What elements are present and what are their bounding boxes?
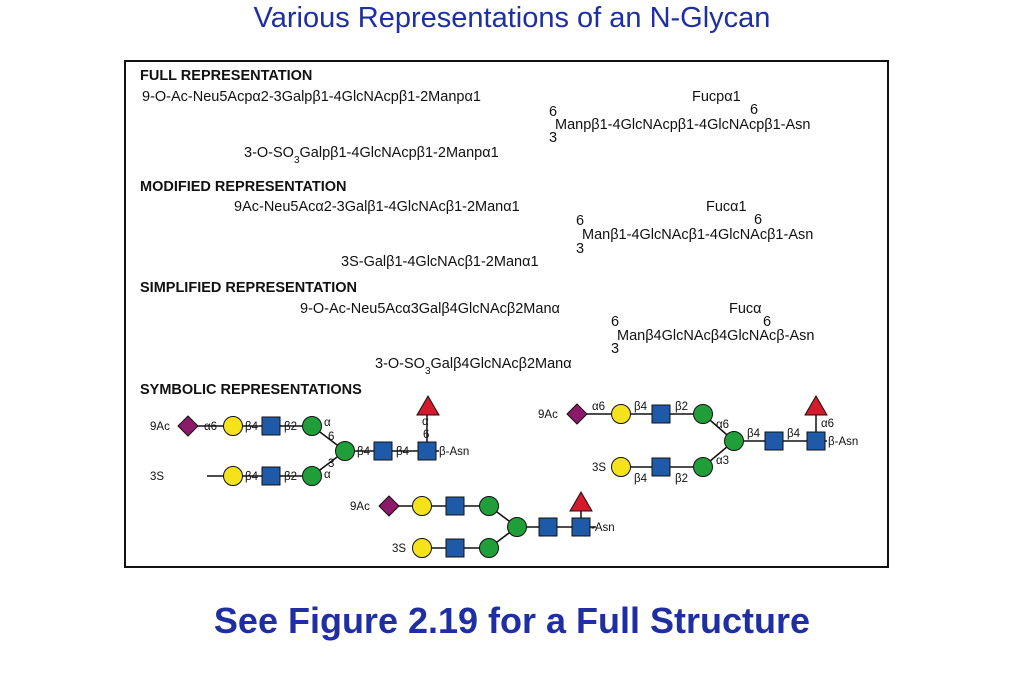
sym3-asn: -Asn	[591, 522, 615, 534]
sym1-six: 6	[328, 431, 334, 443]
sym1-b4-core1: β4	[357, 446, 371, 458]
mannose-circle-icon	[302, 466, 322, 486]
sym1-alpha-lower: α	[324, 469, 331, 481]
glcnac-square-icon	[417, 441, 437, 461]
sym2-b2-lower: β2	[675, 473, 688, 485]
mannose-circle-icon	[479, 496, 499, 516]
mannose-circle-icon	[693, 457, 713, 477]
full-header: FULL REPRESENTATION	[140, 68, 312, 84]
sym1-fuc-six: 6	[423, 429, 429, 441]
glcnac-square-icon	[651, 404, 671, 424]
sialic-acid-diamond-icon	[566, 403, 588, 425]
footer-title: See Figure 2.19 for a Full Structure	[213, 600, 811, 641]
mannose-circle-icon	[335, 441, 355, 461]
sym2-b4-core1: β4	[747, 428, 761, 440]
full-lower-arm: 3-O-SO3Galpβ1-4GlcNAcpβ1-2Manpα1	[244, 145, 499, 166]
sym1-b4-core2: β4	[396, 446, 410, 458]
glcnac-square-icon	[445, 538, 465, 558]
sym1-b2-lower: β2	[284, 471, 297, 483]
simplified-lower-arm: 3-O-SO3Galβ4GlcNAcβ2Manα	[375, 356, 572, 377]
slide-title: Various Representations of an N-Glycan	[253, 2, 771, 34]
galactose-circle-icon	[412, 538, 432, 558]
symbol-glycan-1: 9Ac α6 β4 β2 α 6 3S β4 β2 α 3 β4 β4 β-As…	[150, 395, 469, 486]
sym1-fuc-alpha: α	[422, 416, 429, 428]
full-upper-arm: 9-O-Ac-Neu5Acpα2-3Galpβ1-4GlcNAcpβ1-2Man…	[142, 89, 481, 105]
simplified-upper-arm: 9-O-Ac-Neu5Acα3Galβ4GlcNAcβ2Manα	[300, 301, 560, 317]
sialic-acid-diamond-icon	[177, 415, 199, 437]
simplified-upper-pos: 6	[611, 314, 619, 330]
simplified-header: SIMPLIFIED REPRESENTATION	[140, 280, 357, 296]
glcnac-square-icon	[445, 496, 465, 516]
simplified-core: Manβ4GlcNAcβ4GlcNAcβ-Asn	[617, 328, 814, 344]
galactose-circle-icon	[611, 404, 631, 424]
glcnac-square-icon	[651, 457, 671, 477]
modified-fuc-pos: 6	[754, 212, 762, 228]
full-lower-pos: 3	[549, 130, 557, 146]
modified-header: MODIFIED REPRESENTATION	[140, 179, 347, 195]
sym2-3s: 3S	[592, 462, 606, 474]
full-core: Manpβ1-4GlcNAcpβ1-4GlcNAcpβ1-Asn	[555, 117, 811, 133]
mannose-circle-icon	[724, 431, 744, 451]
symbol-glycan-3: 9Ac 3S -Asn	[350, 491, 615, 558]
sialic-acid-diamond-icon	[378, 495, 400, 517]
modified-core: Manβ1-4GlcNAcβ1-4GlcNAcβ1-Asn	[582, 227, 813, 243]
fucose-triangle-icon	[416, 395, 440, 416]
mannose-circle-icon	[302, 416, 322, 436]
galactose-circle-icon	[223, 416, 243, 436]
modified-lower-arm: 3S-Galβ1-4GlcNAcβ1-2Manα1	[341, 254, 539, 270]
glcnac-square-icon	[538, 517, 558, 537]
galactose-circle-icon	[412, 496, 432, 516]
simplified-lower-pos: 3	[611, 341, 619, 357]
sym2-a6-mid: α6	[716, 419, 729, 431]
glcnac-square-icon	[571, 517, 591, 537]
glycan-figure: FULL REPRESENTATION 9-O-Ac-Neu5Acpα2-3Ga…	[124, 60, 890, 575]
sym2-b4-lower: β4	[634, 473, 648, 485]
mannose-circle-icon	[479, 538, 499, 558]
sym2-b2-upper: β2	[675, 401, 688, 413]
galactose-circle-icon	[611, 457, 631, 477]
sym1-9ac: 9Ac	[150, 421, 170, 433]
glcnac-square-icon	[806, 431, 826, 451]
sym1-3s: 3S	[150, 471, 164, 483]
sym3-9ac: 9Ac	[350, 501, 370, 513]
full-upper-pos: 6	[549, 104, 557, 120]
sym2-a3-mid: α3	[716, 455, 729, 467]
sym2-9ac: 9Ac	[538, 409, 558, 421]
symbolic-header: SYMBOLIC REPRESENTATIONS	[140, 382, 362, 398]
sym1-a6: α6	[204, 421, 217, 433]
modified-upper-pos: 6	[576, 213, 584, 229]
sym1-b4-upper: β4	[245, 421, 259, 433]
mannose-circle-icon	[693, 404, 713, 424]
sym2-b4-core2: β4	[787, 428, 801, 440]
sym2-b4-upper: β4	[634, 401, 648, 413]
sym1-asn: β-Asn	[439, 446, 469, 458]
glcnac-square-icon	[764, 431, 784, 451]
full-fuc-pos: 6	[750, 102, 758, 118]
mannose-circle-icon	[507, 517, 527, 537]
fucose-triangle-icon	[804, 395, 828, 416]
modified-fuc: Fucα1	[706, 199, 747, 215]
sym3-3s: 3S	[392, 543, 406, 555]
sym2-asn: β-Asn	[828, 436, 858, 448]
full-fuc: Fucpα1	[692, 89, 741, 105]
glcnac-square-icon	[261, 466, 281, 486]
sym1-three: 3	[328, 458, 334, 470]
sym2-fuc-a6: α6	[821, 418, 834, 430]
sym1-alpha-upper: α	[324, 417, 331, 429]
modified-lower-pos: 3	[576, 241, 584, 257]
sym1-b2-upper: β2	[284, 421, 297, 433]
sym2-a6: α6	[592, 401, 605, 413]
figure-frame	[124, 60, 889, 568]
simplified-fuc-pos: 6	[763, 314, 771, 330]
fucose-triangle-icon	[569, 491, 593, 512]
simplified-fuc: Fucα	[729, 301, 762, 317]
glycan-diagram: FULL REPRESENTATION 9-O-Ac-Neu5Acpα2-3Ga…	[124, 60, 889, 568]
galactose-circle-icon	[223, 466, 243, 486]
symbol-glycan-2: 9Ac α6 β4 β2 α6 3S β4 β2 α3 β4 β4 β-Asn …	[538, 395, 858, 485]
glcnac-square-icon	[373, 441, 393, 461]
modified-upper-arm: 9Ac-Neu5Acα2-3Galβ1-4GlcNAcβ1-2Manα1	[234, 199, 520, 215]
sym1-b4-lower: β4	[245, 471, 259, 483]
glcnac-square-icon	[261, 416, 281, 436]
